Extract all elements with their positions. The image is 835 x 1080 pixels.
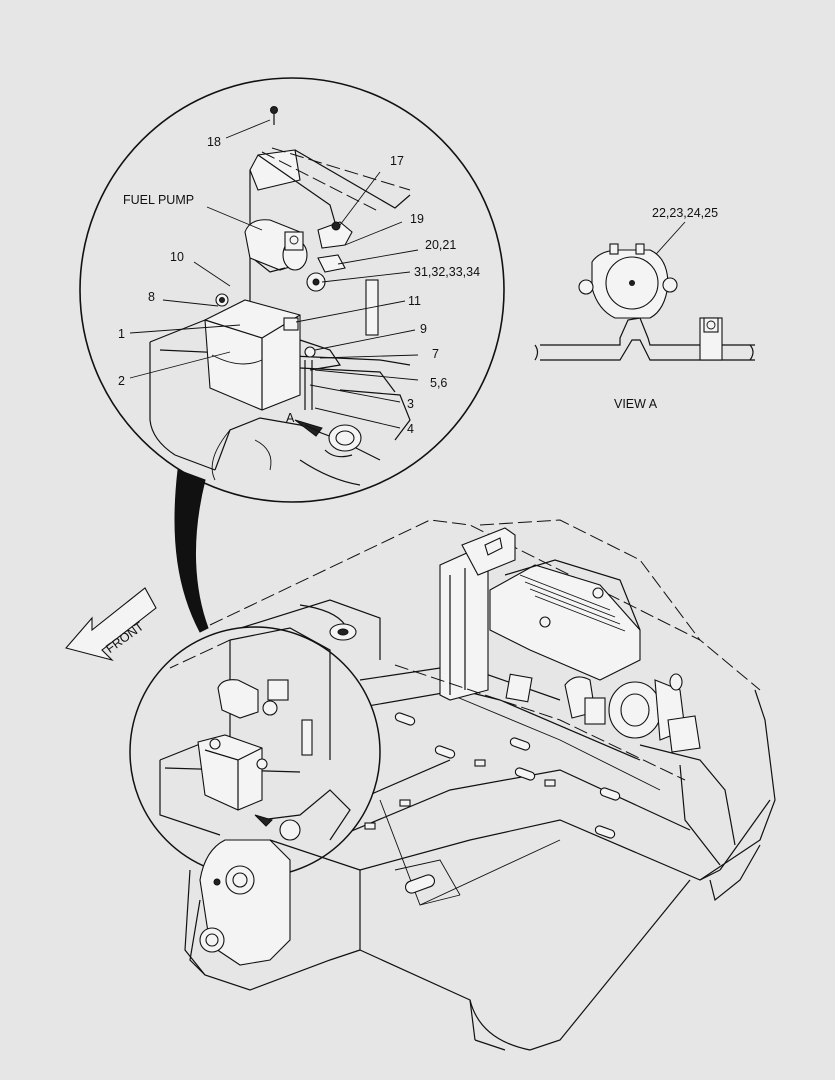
bolt-18 xyxy=(270,106,278,125)
callout-labels: 18 17 FUEL PUMP 19 20,21 10 31,32,33,34 … xyxy=(118,135,718,436)
callout-3: 3 xyxy=(407,397,414,411)
callout-19: 19 xyxy=(410,212,424,226)
detail-circle xyxy=(79,77,505,503)
boom-pivot-bracket xyxy=(189,839,361,976)
callout-22-23-24-25: 22,23,24,25 xyxy=(652,206,718,220)
sender-unit-box xyxy=(204,293,342,411)
callout-leaders xyxy=(129,119,419,429)
callout-8: 8 xyxy=(148,290,155,304)
callout-4: 4 xyxy=(407,422,414,436)
fuel-pump xyxy=(244,219,308,273)
callout-9: 9 xyxy=(420,322,427,336)
fuel-hose xyxy=(299,367,396,393)
callout-11: 11 xyxy=(408,294,421,308)
detail-connector-wedge xyxy=(174,469,209,633)
callout-20-21: 20,21 xyxy=(425,238,456,252)
view-a-drawing: VIEW A xyxy=(534,221,755,411)
view-a-arrow xyxy=(294,419,323,437)
callout-17: 17 xyxy=(390,154,404,168)
callout-7: 7 xyxy=(432,347,439,361)
callout-1: 1 xyxy=(118,327,125,341)
view-a-label: VIEW A xyxy=(614,397,658,411)
callout-10: 10 xyxy=(170,250,184,264)
fuel-cap xyxy=(324,424,362,458)
callout-2: 2 xyxy=(118,374,125,388)
front-direction-arrow: FRONT xyxy=(65,587,157,662)
fuel-filter-parts xyxy=(306,221,353,292)
callout-31-32-33-34: 31,32,33,34 xyxy=(414,265,480,279)
callout-fuel-pump: FUEL PUMP xyxy=(123,193,194,207)
callout-5-6: 5,6 xyxy=(430,376,447,390)
callout-a: A xyxy=(286,411,295,425)
callout-18: 18 xyxy=(207,135,221,149)
machine-upper-frame xyxy=(184,519,776,1051)
